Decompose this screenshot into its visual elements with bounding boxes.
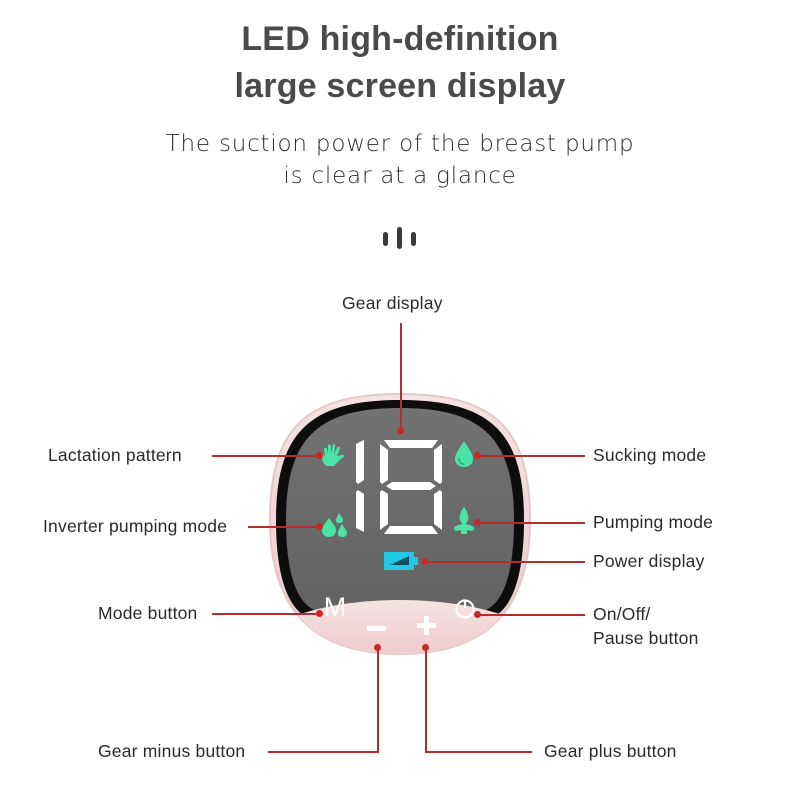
leader-dot-pumping-mode [474, 519, 481, 526]
leader-dot-gear-minus [374, 644, 381, 651]
minus-icon [367, 626, 386, 631]
leader-dot-mode-button [316, 610, 323, 617]
callout-inverter-pumping-mode: Inverter pumping mode [43, 516, 228, 536]
subheading-line-1: The suction power of the breast pump [165, 131, 635, 157]
leader-line-gear-minus-horizontal [268, 751, 379, 753]
leader-dot-gear-display [397, 427, 404, 434]
power-button[interactable] [454, 598, 476, 620]
callout-gear-plus-button: Gear plus button [544, 741, 677, 761]
leader-dot-gear-plus [422, 644, 429, 651]
leader-line-gear-plus-horizontal [425, 751, 532, 753]
heading-line-2: large screen display [234, 67, 566, 105]
leader-dot-sucking-mode [474, 452, 481, 459]
callout-lactation-pattern: Lactation pattern [48, 445, 182, 465]
leader-line-power-display [424, 561, 585, 563]
gear-minus-button[interactable] [364, 614, 390, 640]
heading-line-1: LED high-definition [241, 20, 559, 58]
droplets-icon [320, 512, 348, 538]
leader-line-inverter-pumping-mode [248, 526, 320, 528]
leader-dot-power-display [421, 558, 428, 565]
leader-line-pumping-mode [477, 522, 585, 524]
callout-sucking-mode: Sucking mode [593, 445, 707, 465]
mode-button[interactable]: M [320, 592, 350, 622]
callout-pumping-mode: Pumping mode [593, 512, 714, 532]
gear-value-display: 18 [352, 438, 452, 536]
drop-icon [454, 440, 474, 468]
callout-gear-minus-button: Gear minus button [98, 741, 246, 761]
plus-icon [414, 612, 440, 638]
pump-control-panel: 18 [266, 390, 534, 658]
subheading-line-2: is clear at a glance [283, 163, 517, 189]
mode-button-label: M [323, 592, 347, 622]
callout-power-display: Power display [593, 551, 705, 571]
gear-plus-button[interactable] [414, 612, 440, 638]
leader-line-mode-button [212, 613, 320, 615]
power-icon [455, 599, 475, 619]
leader-dot-lactation-pattern [316, 452, 323, 459]
leader-line-lactation-pattern [212, 455, 320, 457]
leader-line-onoff [477, 614, 585, 616]
leader-dot-onoff [474, 611, 481, 618]
leader-line-sucking-mode [477, 455, 585, 457]
fleur-icon [452, 506, 476, 536]
hand-icon [320, 444, 346, 468]
battery-icon [384, 552, 418, 570]
leader-line-gear-minus-vertical [377, 648, 379, 752]
callout-onoff-line-2: Pause button [593, 628, 699, 648]
callout-mode-button: Mode button [98, 603, 198, 623]
leader-line-gear-display [400, 323, 402, 430]
leader-line-gear-plus-vertical [425, 648, 427, 752]
leader-dot-inverter-pumping-mode [316, 523, 323, 530]
three-bars-icon [383, 227, 419, 249]
callout-onoff-line-1: On/Off/ [593, 604, 651, 624]
callout-gear-display: Gear display [342, 293, 443, 313]
